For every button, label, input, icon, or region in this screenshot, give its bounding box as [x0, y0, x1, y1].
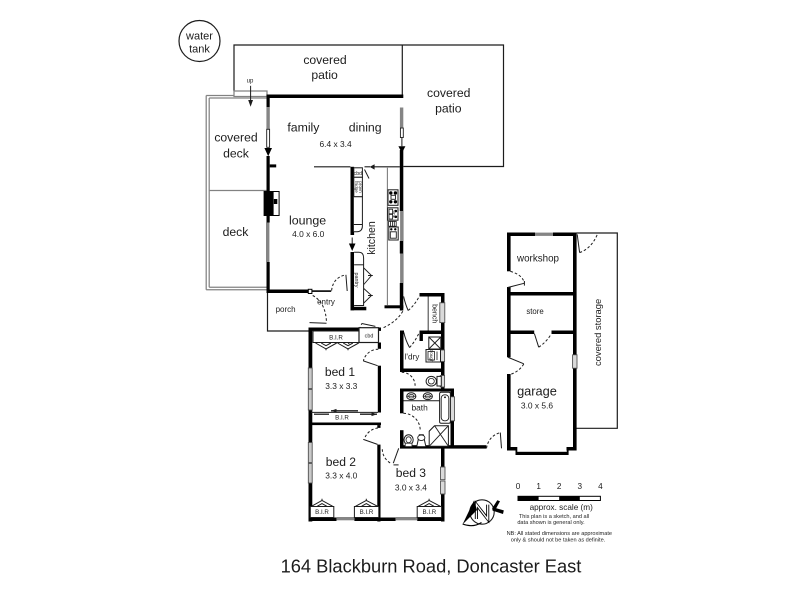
svg-text:water: water	[185, 30, 213, 42]
svg-text:bed 1: bed 1	[325, 365, 356, 379]
svg-text:sink: sink	[392, 210, 397, 219]
svg-text:3.0 x 3.4: 3.0 x 3.4	[395, 482, 427, 492]
svg-text:0: 0	[516, 482, 521, 491]
svg-text:NB: All stated dimensions are: NB: All stated dimensions are approximat…	[507, 531, 612, 537]
svg-text:4: 4	[598, 482, 603, 491]
svg-text:covered: covered	[427, 86, 470, 100]
svg-text:kitchen: kitchen	[366, 221, 378, 255]
svg-text:This plan is a sketch, and all: This plan is a sketch, and all	[519, 514, 589, 520]
svg-text:3.3 x 3.3: 3.3 x 3.3	[325, 381, 357, 391]
svg-text:3.0 x 5.6: 3.0 x 5.6	[521, 401, 553, 411]
svg-text:164 Blackburn Road, Doncaster: 164 Blackburn Road, Doncaster East	[281, 556, 582, 577]
svg-text:pantry: pantry	[353, 273, 359, 288]
svg-text:fridge: fridge	[354, 181, 359, 193]
svg-text:dining: dining	[349, 121, 382, 135]
svg-text:covered: covered	[214, 131, 257, 145]
svg-text:bed 2: bed 2	[326, 455, 357, 469]
svg-text:B.I.R: B.I.R	[329, 335, 343, 342]
svg-text:bath: bath	[411, 403, 428, 413]
svg-text:4.0 x 6.0: 4.0 x 6.0	[292, 229, 324, 239]
svg-text:2: 2	[557, 482, 562, 491]
svg-text:porch: porch	[276, 305, 296, 314]
svg-text:covered: covered	[303, 53, 346, 67]
svg-text:bed 3: bed 3	[396, 466, 427, 480]
svg-text:workshop: workshop	[516, 254, 559, 265]
svg-text:6.4 x 3.4: 6.4 x 3.4	[320, 139, 352, 149]
svg-text:store: store	[526, 307, 543, 316]
svg-text:data shown is general only.: data shown is general only.	[517, 520, 585, 526]
svg-text:deck: deck	[223, 147, 250, 161]
svg-text:trough: trough	[429, 349, 434, 362]
svg-text:B.I.R: B.I.R	[360, 509, 374, 516]
svg-text:provn: provn	[358, 181, 363, 193]
svg-text:tank: tank	[189, 43, 210, 55]
svg-text:patio: patio	[311, 68, 338, 82]
svg-text:B.I.R: B.I.R	[315, 509, 329, 516]
svg-text:lounge: lounge	[289, 214, 326, 228]
svg-text:cbd: cbd	[365, 334, 374, 340]
svg-text:B.I.R: B.I.R	[335, 414, 349, 421]
svg-text:garage: garage	[517, 383, 557, 398]
svg-text:covered storage: covered storage	[592, 299, 603, 366]
svg-text:3: 3	[578, 482, 583, 491]
svg-text:entry: entry	[317, 298, 335, 307]
svg-text:B.I.R: B.I.R	[423, 509, 437, 516]
svg-text:patio: patio	[435, 102, 462, 116]
svg-text:cbd: cbd	[354, 171, 362, 177]
svg-text:up: up	[247, 79, 254, 85]
svg-text:deck: deck	[223, 225, 250, 239]
svg-text:family: family	[287, 121, 320, 135]
svg-text:approx. scale (m): approx. scale (m)	[530, 503, 594, 512]
svg-text:3.3 x 4.0: 3.3 x 4.0	[325, 471, 357, 481]
svg-text:bench: bench	[431, 304, 438, 323]
svg-text:only & should not be taken as: only & should not be taken as definite.	[511, 537, 606, 543]
svg-text:1: 1	[536, 482, 541, 491]
svg-text:l'dry: l'dry	[405, 353, 421, 362]
